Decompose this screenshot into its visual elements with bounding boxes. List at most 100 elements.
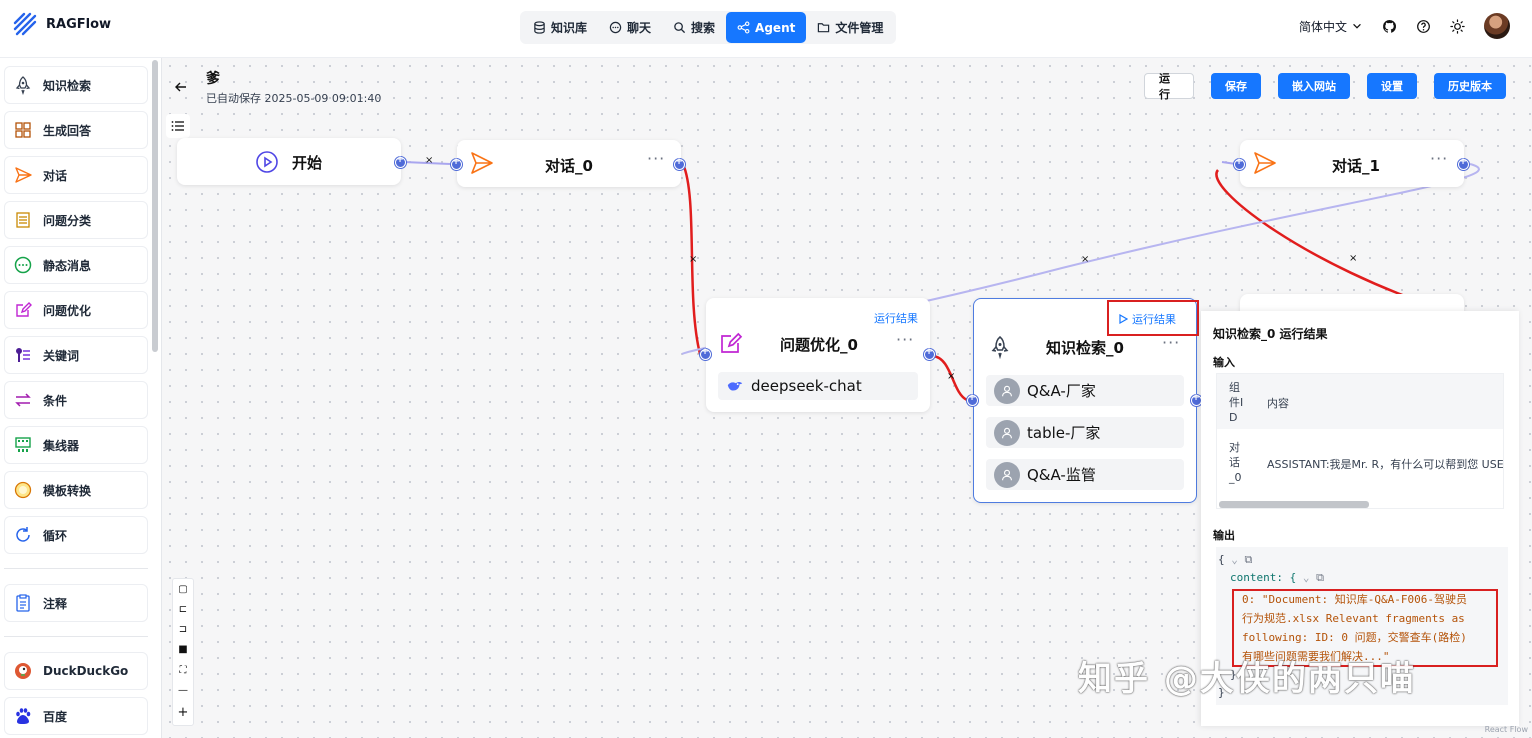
ragflow-logo-icon [12, 11, 38, 37]
github-icon[interactable] [1382, 19, 1397, 34]
operator-rewrite[interactable]: 问题优化 [4, 291, 148, 329]
input-table: 组件ID 内容 对话_0 ASSISTANT:我是Mr. R，有什么可以帮到您 … [1216, 373, 1504, 509]
operator-label: 知识检索 [43, 77, 91, 94]
fit-view-icon[interactable]: ⛶ [180, 665, 187, 676]
node-dialog-1[interactable]: 对话_1 ··· [1240, 140, 1464, 187]
switch-icon [13, 390, 33, 410]
collapse-icon[interactable]: ⌄ [1231, 553, 1238, 566]
nav-label: 聊天 [627, 19, 651, 36]
brand[interactable]: RAGFlow [12, 11, 111, 37]
handle-start-out[interactable] [395, 157, 406, 168]
table-row: 对话_0 ASSISTANT:我是Mr. R，有什么可以帮到您 USE [1217, 430, 1504, 498]
template-icon [13, 480, 33, 500]
handle-rewrite-out[interactable] [924, 349, 935, 360]
node-more-icon[interactable]: ··· [647, 154, 665, 164]
handle-rewrite-in[interactable] [700, 349, 711, 360]
json-brace: { [1218, 553, 1225, 566]
user-icon [994, 378, 1020, 404]
user-icon [994, 462, 1020, 488]
nav-agent[interactable]: Agent [726, 12, 806, 43]
search-icon [673, 21, 686, 34]
brand-name: RAGFlow [46, 17, 111, 32]
operator-note[interactable]: 注释 [4, 584, 148, 622]
node-more-icon[interactable]: ··· [1430, 154, 1448, 164]
user-avatar[interactable] [1484, 13, 1510, 39]
edge-delete-mark[interactable]: × [1081, 254, 1089, 265]
react-flow-attribution[interactable]: React Flow [1485, 725, 1528, 734]
edge-delete-mark[interactable]: × [947, 371, 955, 382]
sidebar-scrollbar[interactable] [152, 60, 158, 352]
node-title: 对话_1 [1332, 155, 1380, 176]
zoom-out-icon[interactable]: — [178, 685, 188, 696]
node-more-icon[interactable]: ··· [896, 335, 914, 345]
operator-keyword[interactable]: 关键词 [4, 336, 148, 374]
operator-categorize[interactable]: 问题分类 [4, 201, 148, 239]
operator-dialog[interactable]: 对话 [4, 156, 148, 194]
handle-retrieval-in[interactable] [967, 395, 978, 406]
collapse-icon[interactable]: ⌄ [1303, 571, 1310, 584]
knowledge-base-row: Q&A-监管 [986, 459, 1184, 490]
node-start[interactable]: 开始 [177, 138, 401, 185]
edge-delete-mark[interactable]: × [1349, 253, 1357, 264]
copy-icon[interactable]: ⧉ [1316, 571, 1324, 584]
model-name: deepseek-chat [751, 377, 862, 395]
node-title: 开始 [292, 152, 322, 173]
database-icon [533, 21, 546, 34]
node-more-icon[interactable]: ··· [1162, 338, 1180, 348]
handle-dialog0-in[interactable] [451, 159, 462, 170]
node-rewrite-0[interactable]: 运行结果 问题优化_0 ··· deepseek-chat [706, 298, 930, 412]
zoom-in-icon[interactable]: + [178, 705, 189, 720]
operator-message[interactable]: 静态消息 [4, 246, 148, 284]
cell-component-id: 对话_0 [1229, 440, 1243, 485]
operator-template[interactable]: 模板转换 [4, 471, 148, 509]
nav-knowledge-base[interactable]: 知识库 [522, 12, 598, 43]
watermark: 知乎 @大侠的两只喵 [1078, 651, 1416, 700]
folder-icon [817, 21, 830, 34]
operator-loop[interactable]: 循环 [4, 516, 148, 554]
operator-baidu[interactable]: 百度 [4, 697, 148, 735]
sun-icon[interactable] [1450, 19, 1465, 34]
rocket-icon [13, 75, 33, 95]
table-header: 组件ID 内容 [1217, 374, 1504, 429]
operator-generate[interactable]: 生成回答 [4, 111, 148, 149]
input-label: 输入 [1213, 354, 1235, 370]
handle-dialog0-out[interactable] [674, 159, 685, 170]
operator-duckduckgo[interactable]: DuckDuckGo [4, 652, 148, 690]
operator-hub[interactable]: 集线器 [4, 426, 148, 464]
edit-icon [718, 330, 744, 356]
node-dialog-0[interactable]: 对话_0 ··· [457, 140, 681, 187]
run-result-link[interactable]: 运行结果 [874, 310, 918, 326]
operator-sidebar: 知识检索 生成回答 对话 问题分类 静态消息 问题优化 关键词 条件 集线器 模… [0, 58, 162, 738]
operator-retrieval[interactable]: 知识检索 [4, 66, 148, 104]
operator-label: 集线器 [43, 437, 79, 454]
user-icon [994, 420, 1020, 446]
language-select[interactable]: 简体中文 [1299, 18, 1363, 35]
knowledge-base-name: table-厂家 [1027, 422, 1100, 443]
top-bar: RAGFlow 知识库 聊天 搜索 Agent 文件管理 简体中文 [0, 0, 1532, 58]
handle-dialog1-in[interactable] [1234, 159, 1245, 170]
save-icon[interactable]: ▢ [178, 584, 187, 595]
import-icon[interactable]: ⊏ [179, 604, 187, 615]
export-icon[interactable]: ⊐ [179, 624, 187, 635]
chevron-down-icon [1351, 20, 1363, 32]
operator-label: 静态消息 [43, 257, 91, 274]
nav-label: 搜索 [691, 19, 715, 36]
table-scrollbar[interactable] [1219, 501, 1369, 508]
help-icon[interactable] [1416, 19, 1431, 34]
nav-label: 知识库 [551, 19, 587, 36]
edge-delete-mark[interactable]: × [689, 254, 697, 265]
nav-search[interactable]: 搜索 [662, 12, 726, 43]
handle-dialog1-out[interactable] [1458, 159, 1469, 170]
edit-icon [13, 300, 33, 320]
operator-label: 模板转换 [43, 482, 91, 499]
nav-chat[interactable]: 聊天 [598, 12, 662, 43]
nav-file-management[interactable]: 文件管理 [806, 12, 894, 43]
agent-icon [737, 21, 750, 34]
node-retrieval-0[interactable]: 运行结果 知识检索_0 ··· Q&A-厂家 table-厂家 Q&A-监管 [973, 298, 1197, 503]
copy-icon[interactable]: ⧉ [1245, 553, 1253, 566]
edge-delete-mark[interactable]: × [425, 155, 433, 166]
operator-switch[interactable]: 条件 [4, 381, 148, 419]
json-key: content: { [1230, 571, 1296, 584]
lock-icon[interactable]: ■ [178, 644, 187, 655]
operator-label: 条件 [43, 392, 67, 409]
